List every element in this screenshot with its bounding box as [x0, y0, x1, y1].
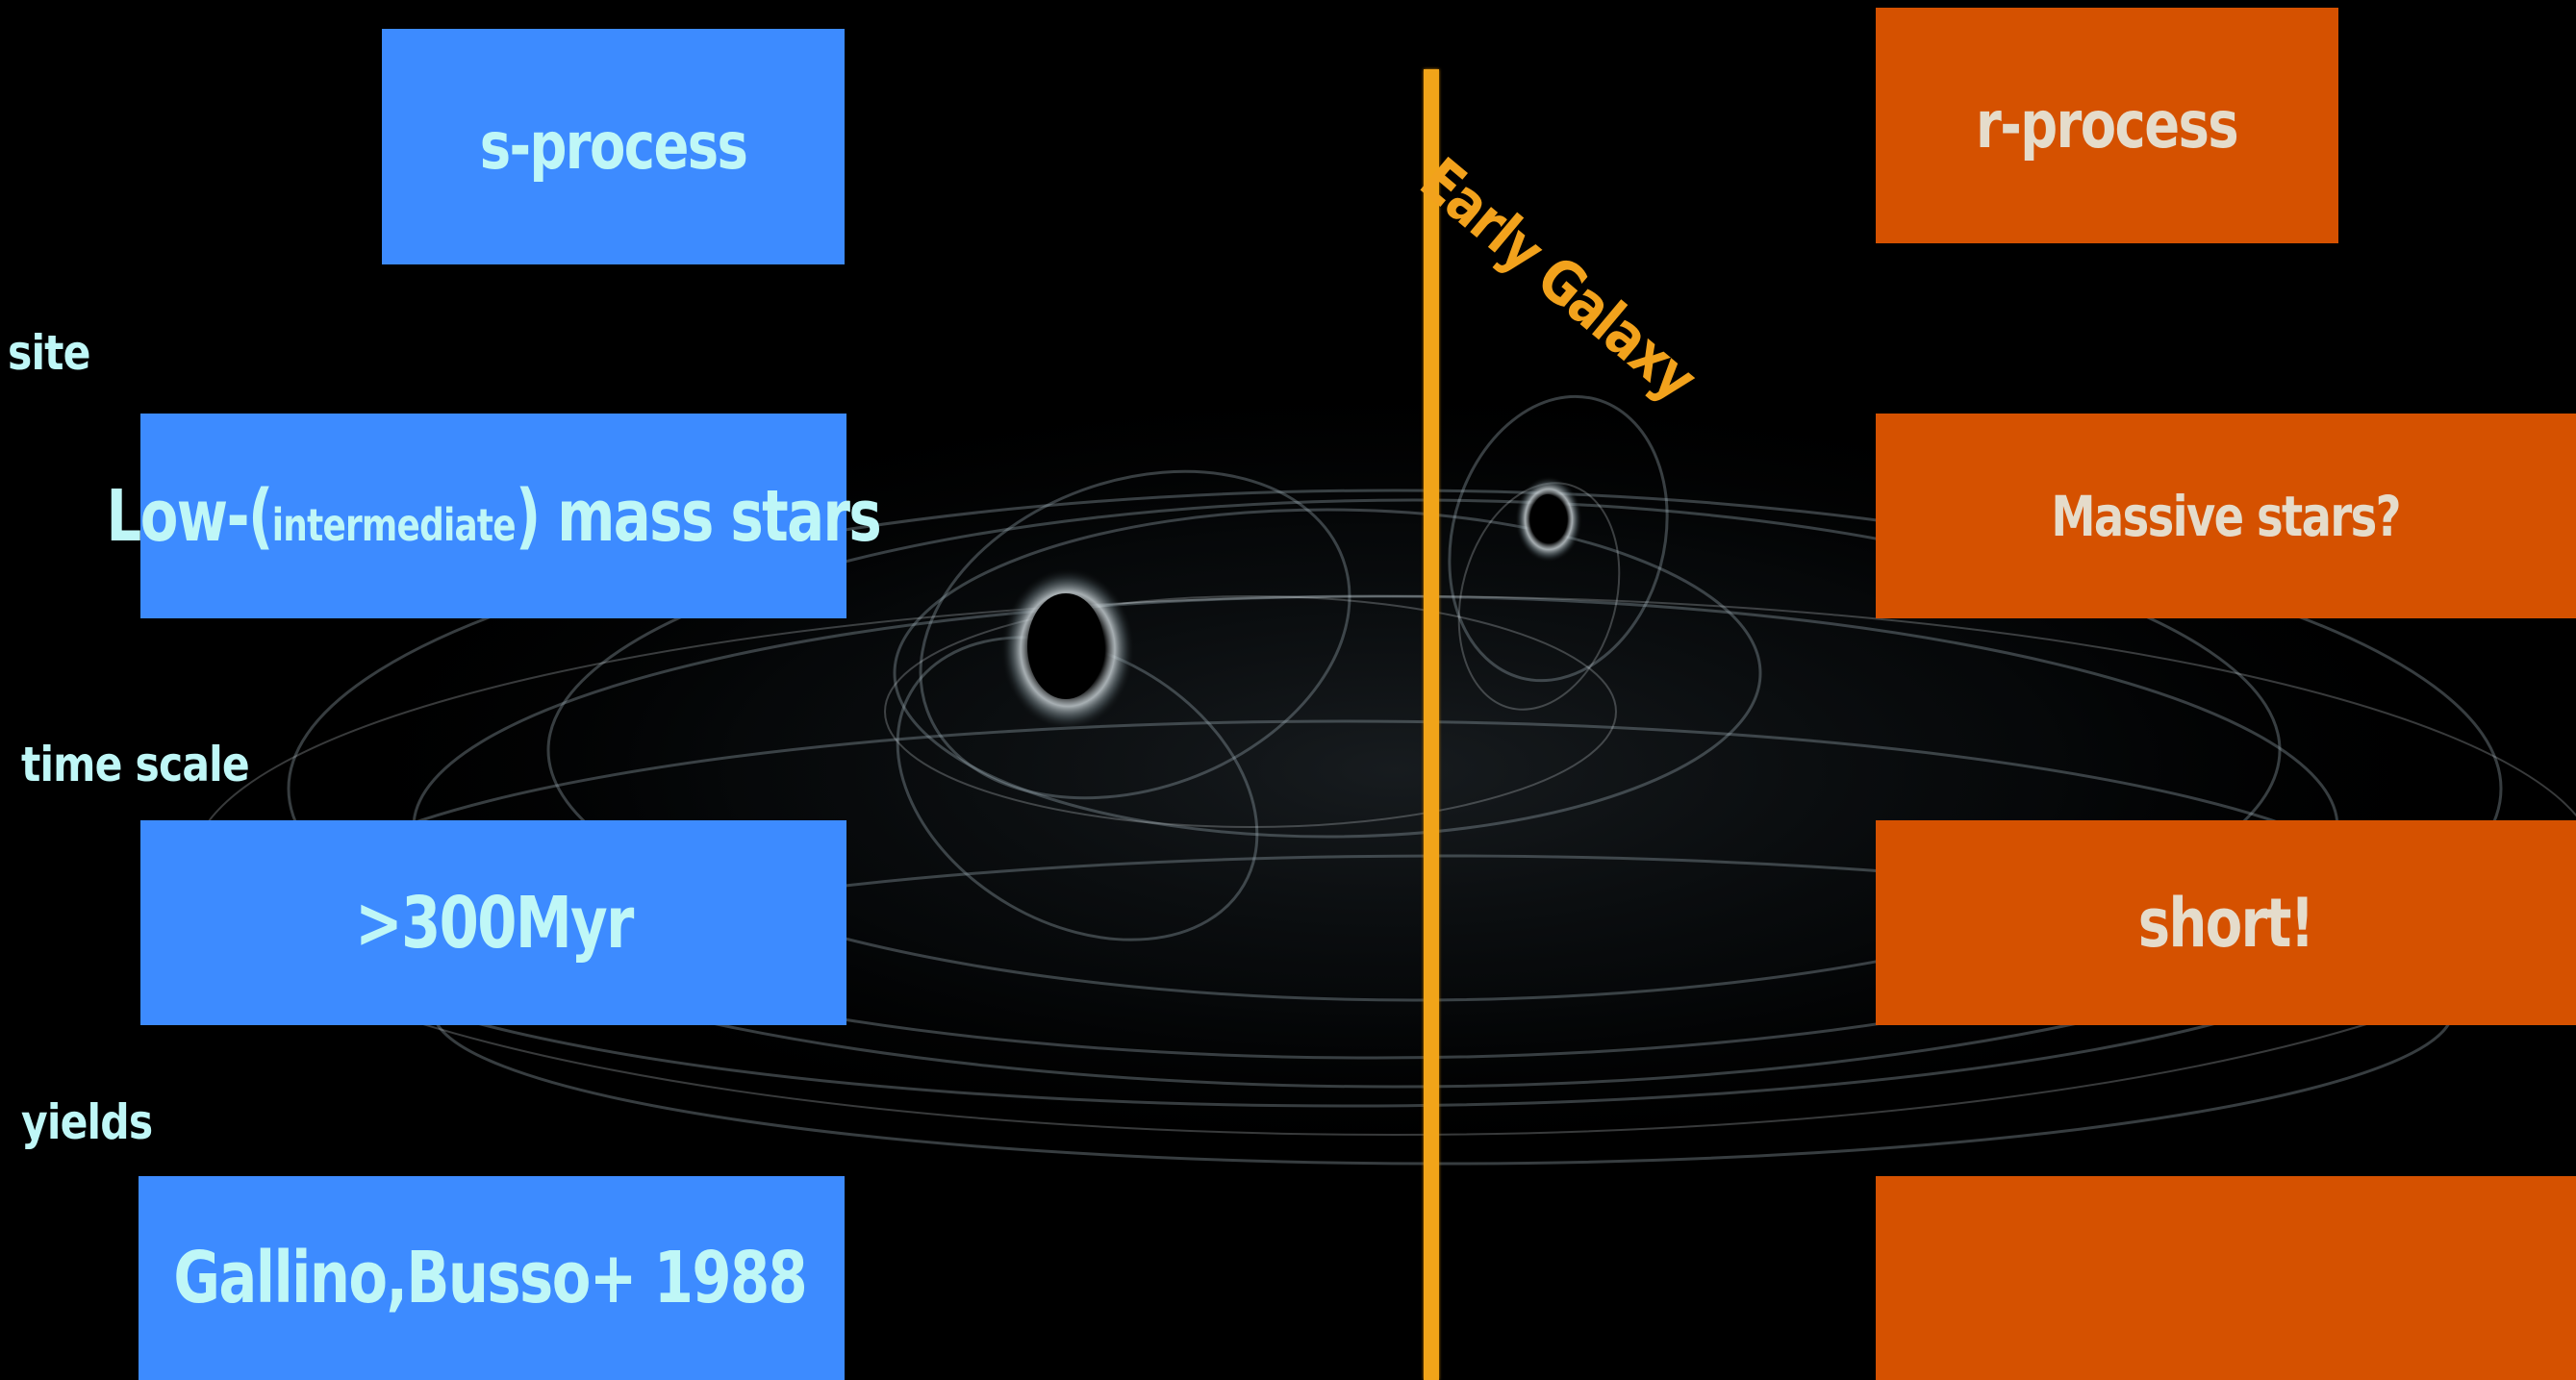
s-process-header-text: s-process — [479, 109, 748, 185]
r-process-header-text: r-process — [1976, 88, 2239, 163]
s-process-site-suffix: ) mass stars — [515, 474, 882, 558]
row-label-time-scale: time scale — [21, 737, 250, 792]
r-process-time-scale-box: short! — [1876, 820, 2576, 1025]
s-process-site-box: Low-(intermediate) mass stars — [107, 414, 882, 618]
early-galaxy-divider — [1424, 69, 1439, 1380]
s-process-yields-box: Gallino,Busso+ 1988 — [139, 1176, 845, 1380]
r-process-yields-box — [1876, 1176, 2576, 1380]
r-process-header: r-process — [1876, 8, 2338, 243]
r-process-time-scale-text: short! — [2138, 883, 2315, 963]
s-process-site-text: Low-(intermediate) mass stars — [106, 474, 882, 558]
s-process-time-scale-box: >300Myr — [140, 820, 846, 1025]
r-process-site-text: Massive stars? — [2051, 483, 2402, 549]
row-label-yields: yields — [21, 1094, 153, 1150]
row-label-site: site — [8, 325, 90, 381]
s-process-site-prefix: Low-( — [106, 474, 274, 558]
r-process-site-box: Massive stars? — [1876, 414, 2576, 618]
s-process-header: s-process — [382, 29, 845, 264]
s-process-site-intermediate: intermediate — [271, 498, 517, 551]
s-process-yields-text: Gallino,Busso+ 1988 — [173, 1237, 807, 1319]
s-process-time-scale-text: >300Myr — [354, 881, 634, 965]
